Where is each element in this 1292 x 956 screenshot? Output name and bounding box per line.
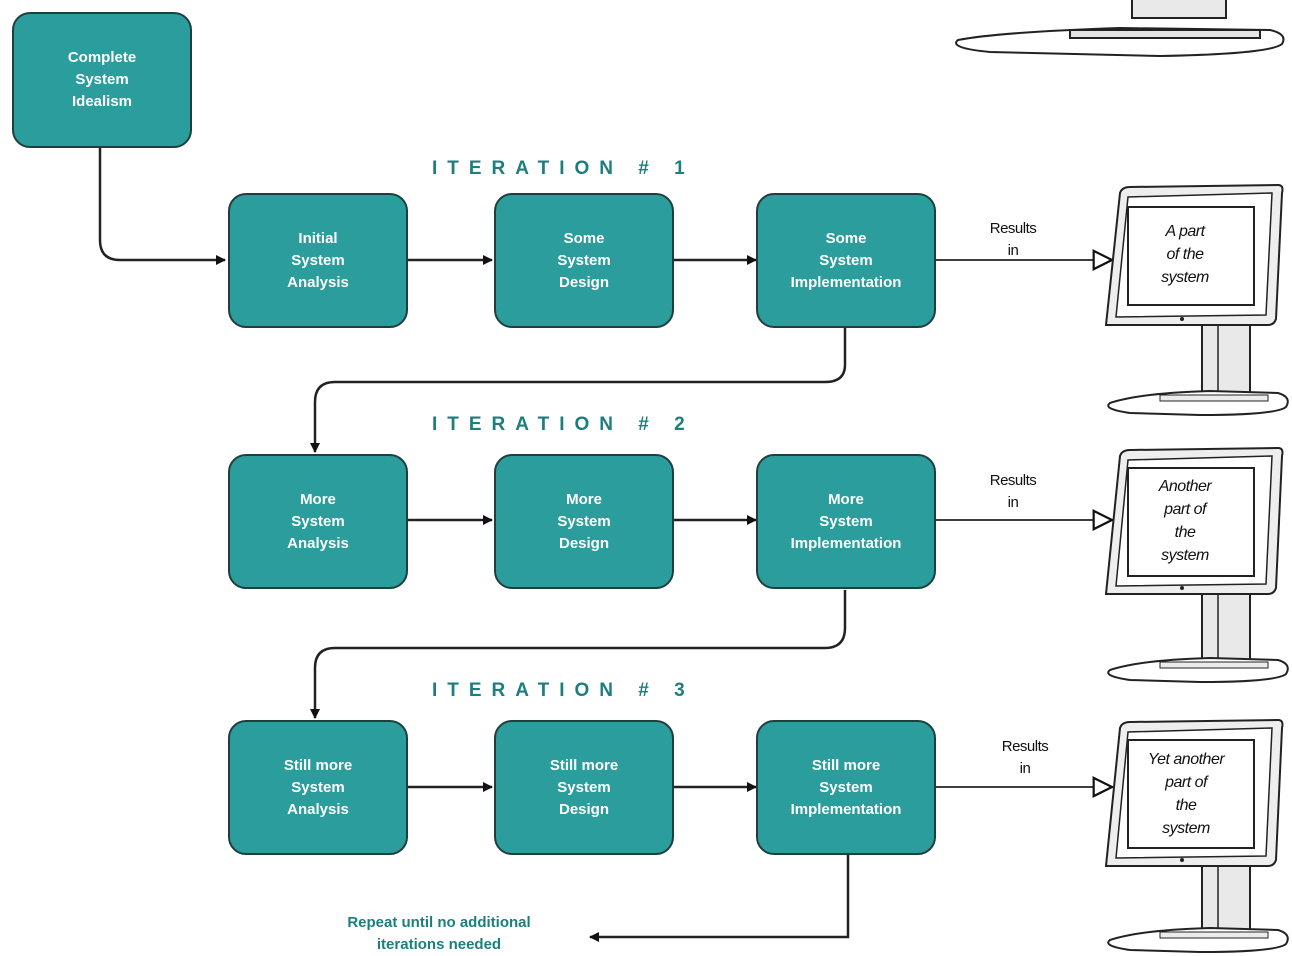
iter2-implementation-box: More System Implementation: [756, 454, 936, 589]
monitor-icon-3: [1104, 718, 1289, 954]
iteration-2-label: ITERATION # 2: [432, 414, 695, 435]
iter2-results-label: Results in: [989, 472, 1037, 511]
iteration-1-label: ITERATION # 1: [432, 158, 695, 179]
iter3-design-box: Still more System Design: [494, 720, 674, 855]
iter3-analysis-box: Still more System Analysis: [228, 720, 408, 855]
iter3-implementation-box: Still more System Implementation: [756, 720, 936, 855]
connector-repeat: [589, 855, 850, 942]
iter1-results-label: Results in: [989, 220, 1037, 259]
iter3-screen-text: Yet another part of the system: [1147, 751, 1225, 837]
monitor-icon-1: [1104, 183, 1289, 417]
iter1-screen-text: A part of the system: [1161, 223, 1209, 286]
connector-iter2-to-iter3: [310, 590, 847, 719]
iter1-design-box: Some System Design: [494, 193, 674, 328]
monitor-icon-top: [955, 0, 1285, 58]
iteration-3-label: ITERATION # 3: [432, 680, 695, 701]
start-box: Complete System Idealism: [12, 12, 192, 148]
monitor-icon-2: [1104, 446, 1289, 684]
repeat-note: Repeat until no additional iterations ne…: [347, 914, 531, 953]
iter2-screen-text: Another part of the system: [1158, 478, 1212, 564]
iter3-results-label: Results in: [1001, 738, 1049, 777]
iter2-analysis-box: More System Analysis: [228, 454, 408, 589]
iter2-design-box: More System Design: [494, 454, 674, 589]
connector-iter1-to-iter2: [310, 328, 847, 453]
connector-start-to-iter1: [98, 148, 226, 265]
iter1-implementation-box: Some System Implementation: [756, 193, 936, 328]
iter1-analysis-box: Initial System Analysis: [228, 193, 408, 328]
